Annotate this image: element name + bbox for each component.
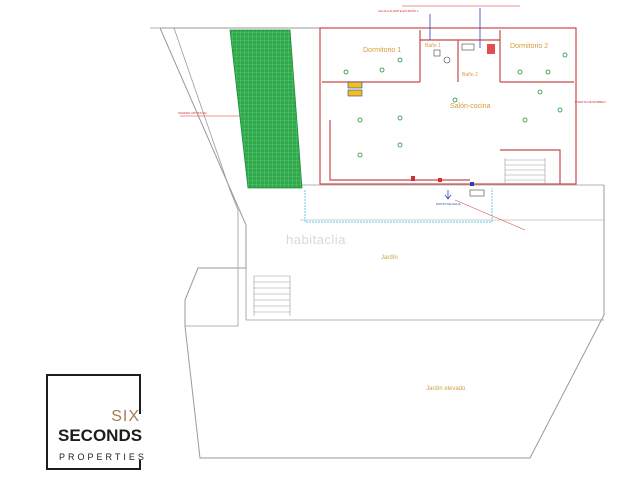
house-walls [319, 27, 577, 185]
logo-frame [46, 374, 141, 470]
red-marker-1 [411, 176, 415, 181]
leader-note [454, 199, 526, 231]
logo-seconds: SECONDS [58, 426, 143, 445]
water-pipe [304, 188, 493, 223]
logo-six: SIX [111, 408, 140, 425]
stairs-garden [253, 275, 291, 316]
company-logo: SIX SECONDS PROPERTIES [46, 374, 144, 470]
note-punto-agua: PUNTO DE AGUA [436, 202, 461, 206]
room-label-salon-cocina: Salón-cocina [450, 103, 491, 110]
room-label-bano-1: Baño 1 [425, 43, 441, 49]
logo-properties: PROPERTIES [59, 452, 147, 462]
water-arrow [444, 190, 452, 200]
note-puerta-bombeo: PUERTA DE BOMBEO [575, 100, 606, 104]
artificial-lawn [229, 29, 303, 189]
note-agua-caliente: AGUA CALIENTE EN BAÑO 1 [378, 9, 419, 13]
water-point-box [469, 189, 485, 197]
room-label-bano-2: Baño 2 [462, 72, 478, 78]
stairs-house [504, 158, 546, 184]
plot-boundary-left [159, 27, 605, 459]
note-cesped: CESPED ARTIFICIAL [178, 111, 208, 115]
red-marker-2 [438, 178, 442, 182]
room-label-dormitorio-2: Dormitorio 2 [510, 43, 549, 50]
area-label-jardin: Jardín [381, 255, 398, 261]
room-label-dormitorio-1: Dormitorio 1 [363, 47, 402, 54]
area-label-jardin-elevado: Jardín elevado [426, 386, 466, 392]
blue-marker [470, 182, 474, 186]
electrical-points [343, 52, 568, 158]
watermark: habitaclia [286, 232, 346, 247]
plot-boundary-inner [150, 27, 239, 327]
bath-fixtures [347, 43, 495, 97]
